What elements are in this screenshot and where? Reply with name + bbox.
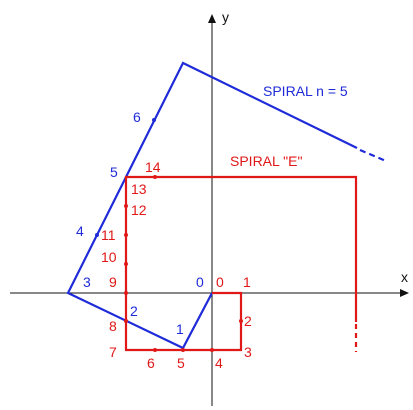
red-point-label-0: 0 <box>216 274 224 290</box>
red-point-2-marker <box>239 319 243 323</box>
red-point-10-marker <box>124 262 128 266</box>
red-point-6-marker <box>153 348 157 352</box>
red-point-label-5: 5 <box>177 355 185 371</box>
red-point-9-marker <box>124 291 128 295</box>
blue-point-label-5: 5 <box>110 164 118 180</box>
red-point-label-12: 12 <box>131 202 147 218</box>
axes: y x <box>10 9 409 406</box>
y-axis-arrow <box>208 14 216 23</box>
blue-point-label-4: 4 <box>76 223 84 239</box>
red-point-5-marker <box>181 348 185 352</box>
red-point-label-11: 11 <box>101 227 116 243</box>
red-point-label-1: 1 <box>243 274 251 290</box>
blue-point-label-3: 3 <box>83 274 91 290</box>
blue-spiral-continuation <box>359 148 387 163</box>
red-spiral-path <box>124 175 358 352</box>
red-point-11-marker <box>124 233 128 237</box>
red-point-label-7: 7 <box>109 344 117 360</box>
red-point-8-marker <box>124 319 128 323</box>
blue-point-6-marker <box>152 118 156 122</box>
red-point-label-9: 9 <box>109 274 117 290</box>
blue-point-label-0: 0 <box>196 274 204 290</box>
x-axis-label: x <box>401 269 408 285</box>
red-point-4-marker <box>210 348 214 352</box>
red-point-label-6: 6 <box>147 355 155 371</box>
blue-point-4-marker <box>95 233 99 237</box>
red-spiral-title: SPIRAL "E" <box>230 153 302 169</box>
red-point-12-marker <box>124 204 128 208</box>
red-point-label-3: 3 <box>244 344 252 360</box>
blue-point-label-2: 2 <box>130 303 138 319</box>
y-axis-label: y <box>222 9 229 25</box>
blue-spiral-title: SPIRAL n = 5 <box>263 83 348 99</box>
x-axis-arrow <box>400 289 409 297</box>
red-point-label-8: 8 <box>109 318 117 334</box>
red-point-label-13: 13 <box>131 181 147 197</box>
red-point-label-2: 2 <box>244 313 252 329</box>
blue-point-label-6: 6 <box>133 109 141 125</box>
red-point-label-14: 14 <box>145 159 161 175</box>
blue-point-label-1: 1 <box>176 321 184 337</box>
red-spiral: SPIRAL "E" 0 1 2 3 4 5 6 7 8 9 10 11 12 … <box>101 153 358 371</box>
red-point-14-marker <box>153 175 157 179</box>
red-point-label-4: 4 <box>215 355 223 371</box>
blue-spiral: SPIRAL n = 5 0 1 2 3 4 5 6 <box>66 61 387 350</box>
red-point-label-10: 10 <box>101 249 117 265</box>
